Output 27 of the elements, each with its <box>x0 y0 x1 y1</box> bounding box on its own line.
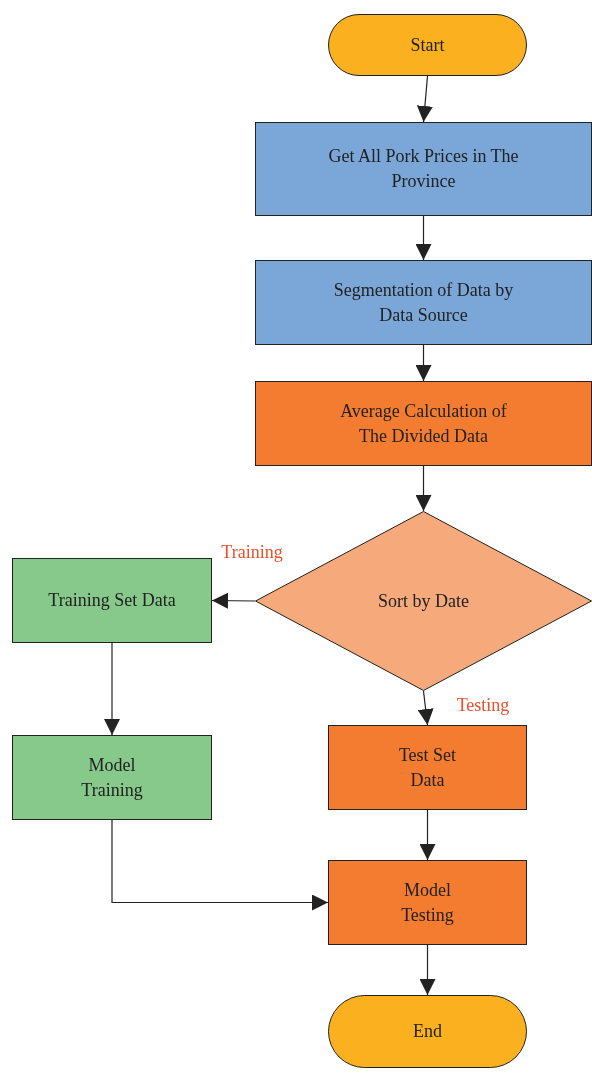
process-box <box>328 860 527 945</box>
arrow <box>417 690 434 726</box>
arrow <box>415 465 432 512</box>
arrow <box>419 809 436 861</box>
process-box <box>12 558 212 643</box>
arrow <box>415 215 432 261</box>
process-box <box>255 260 592 345</box>
node-text: End <box>412 1020 443 1043</box>
process-box <box>328 725 527 810</box>
process-box <box>255 381 592 466</box>
arrow <box>104 642 120 736</box>
arrow <box>415 344 432 382</box>
node-text: Start <box>409 33 446 57</box>
arrow <box>211 592 256 609</box>
node-text: Sort by Date <box>377 589 470 613</box>
node-text: Test Set Data <box>397 743 458 792</box>
arrow <box>111 819 329 911</box>
node-text: Training Set Data <box>47 589 177 612</box>
process-box <box>255 122 592 216</box>
node-text: Model Training <box>80 753 144 802</box>
node-text: Get All Pork Prices in The Province <box>327 145 520 193</box>
node-text: Model Testing <box>400 878 455 927</box>
node-text: Average Calculation of The Divided Data <box>339 399 508 448</box>
process-box <box>12 735 212 820</box>
node-text: Segmentation of Data by Data Source <box>332 278 515 327</box>
arrow <box>416 75 433 123</box>
arrow <box>419 944 436 996</box>
